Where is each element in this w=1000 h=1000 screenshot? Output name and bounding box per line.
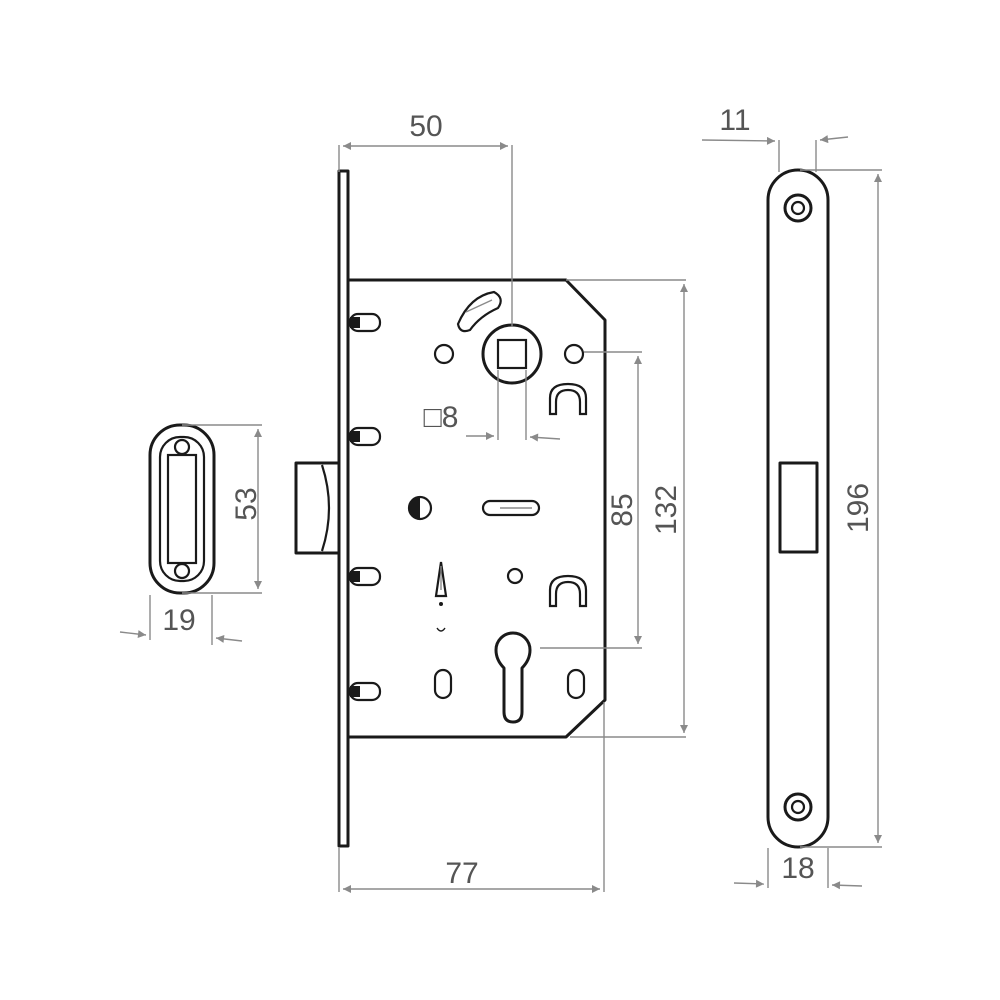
oval-slot-left [433,668,453,700]
pivot-hole [506,567,524,585]
faceplate-dimensions: 11 196 18 [701,104,882,890]
u-slot-upper [548,382,588,416]
body-depth-label: 77 [445,857,478,890]
faceplate-length-label: 196 [842,483,875,533]
faceplate-width-label: 18 [781,852,814,885]
fixing-hole-left [433,343,455,365]
backset-label: 50 [409,110,442,143]
faceplate-thickness-label: 11 [719,104,750,137]
body-height-label: 132 [650,485,683,535]
spindle-square-hole [496,338,528,370]
latch-bolt [294,461,341,555]
spindle-size-label: □8 [424,401,459,434]
strike-width-label: 19 [162,604,195,637]
faceplate-front [766,168,830,849]
thumbturn-cam [456,290,502,333]
strike-screw-hole-top [173,438,191,456]
u-slot-lower [548,574,588,608]
oval-slot-right [566,668,586,700]
center-distance-label: 85 [606,493,639,526]
faceplate-latch-opening [778,461,819,554]
strike-height-label: 53 [230,487,263,520]
euro-cylinder-cutout [494,631,532,724]
strike-screw-hole-bottom [173,562,191,580]
strike-plate-dimensions: 53 19 [119,424,263,645]
strike-plate [148,423,216,595]
strike-plate-opening [166,453,198,565]
lock-body-dimensions: 50 □8 85 132 77 [338,110,688,893]
lock-body [294,169,607,848]
fixing-hole-right [563,343,585,365]
latch-bolt-bevel [320,464,331,552]
case-rivets [348,312,382,702]
